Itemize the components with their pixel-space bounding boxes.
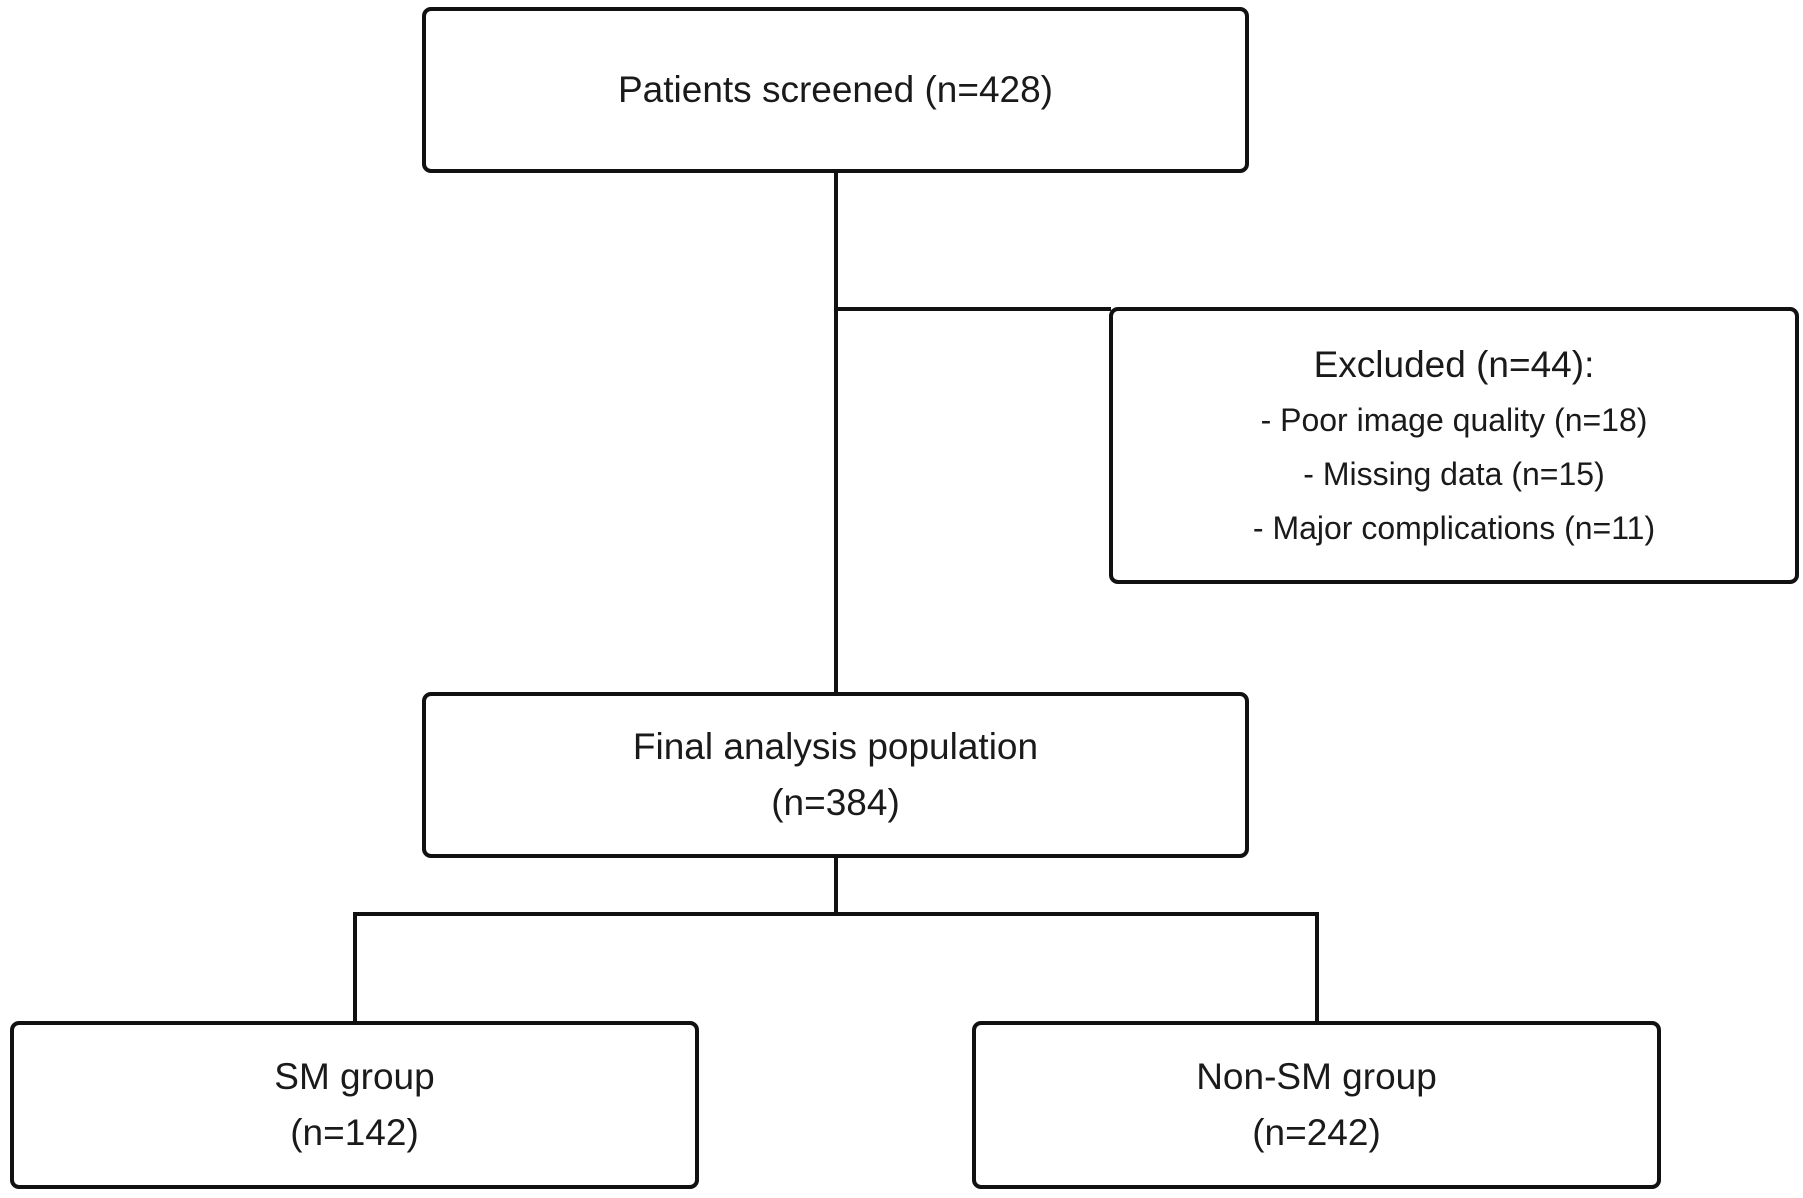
sm-group-box: SM group (n=142) — [10, 1021, 699, 1189]
non-sm-group-box: Non-SM group (n=242) — [972, 1021, 1661, 1189]
excluded-box: Excluded (n=44): - Poor image quality (n… — [1109, 307, 1799, 584]
non-sm-group-label: Non-SM group — [1196, 1056, 1437, 1097]
excluded-title: Excluded (n=44): — [1313, 343, 1595, 385]
patients-screened-box: Patients screened (n=428) — [422, 7, 1249, 173]
sm-group-label: SM group — [274, 1056, 435, 1097]
final-analysis-population-count: (n=384) — [771, 782, 900, 823]
sm-group-count: (n=142) — [290, 1112, 419, 1153]
excluded-reason-missing-data: - Missing data (n=15) — [1303, 455, 1605, 492]
excluded-reason-major-complications: - Major complications (n=11) — [1252, 509, 1656, 546]
patients-screened-label: Patients screened (n=428) — [617, 69, 1054, 110]
excluded-reason-poor-image-quality: - Poor image quality (n=18) — [1260, 401, 1648, 438]
final-analysis-population-label: Final analysis population — [632, 726, 1039, 767]
final-analysis-population-box: Final analysis population (n=384) — [422, 692, 1249, 858]
non-sm-group-count: (n=242) — [1252, 1112, 1381, 1153]
